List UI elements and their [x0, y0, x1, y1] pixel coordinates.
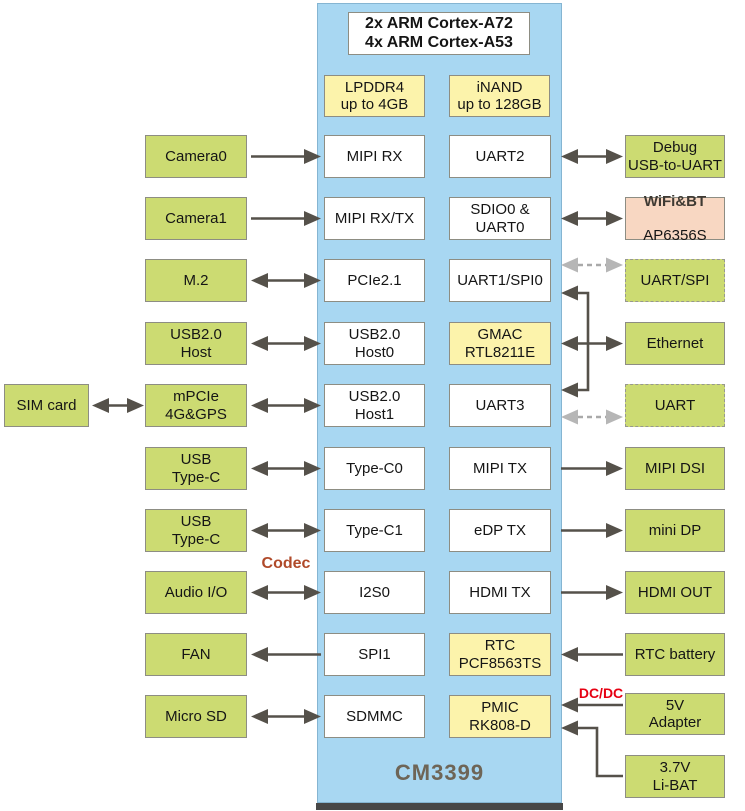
peripheral-li-bat: 3.7V Li-BAT [625, 755, 725, 798]
arrow-sdio0-wifi [561, 211, 623, 226]
peripheral-fan: FAN [145, 633, 247, 676]
peripheral-sim-card: SIM card [4, 384, 89, 427]
arrow-gmac-ethernet [561, 336, 623, 351]
peripheral-usb-typec-top: USB Type-C [145, 447, 247, 490]
block-pmic: PMIC RK808-D [449, 695, 551, 738]
peripheral-mipi-dsi: MIPI DSI [625, 447, 725, 490]
arrow-camera0-to-mipi-rx [251, 149, 321, 164]
port-uart3: UART3 [449, 384, 551, 427]
port-usb-host1: USB2.0 Host1 [324, 384, 425, 427]
port-mipi-rxtx: MIPI RX/TX [324, 197, 425, 240]
port-pcie21: PCIe2.1 [324, 259, 425, 302]
port-spi1: SPI1 [324, 633, 425, 676]
peripheral-mpcie: mPCIe 4G&GPS [145, 384, 247, 427]
peripheral-uart-optional: UART [625, 384, 725, 427]
arrow-uart2-debug [561, 149, 623, 164]
port-i2s0: I2S0 [324, 571, 425, 614]
wifi-bt-chip: AP6356S [643, 227, 707, 245]
peripheral-camera0: Camera0 [145, 135, 247, 178]
arrow-dashed-uart3-uart [561, 409, 623, 425]
port-mipi-tx: MIPI TX [449, 447, 551, 490]
arrow-usbtypec-typec1 [251, 523, 321, 538]
block-cpu: 2x ARM Cortex-A72 4x ARM Cortex-A53 [348, 12, 530, 55]
arrow-rtcbattery-to-rtc [561, 647, 623, 662]
arrow-mpcie-host1 [251, 398, 321, 413]
port-typec0: Type-C0 [324, 447, 425, 490]
peripheral-uart-spi-optional: UART/SPI [625, 259, 725, 302]
arrow-mipitx-to-mipidsi [561, 461, 623, 476]
peripheral-rtc-battery: RTC battery [625, 633, 725, 676]
wire-ethernet-junction [561, 285, 590, 398]
arrow-libat-to-pmic [561, 720, 623, 778]
peripheral-camera1: Camera1 [145, 197, 247, 240]
port-mipi-rx: MIPI RX [324, 135, 425, 178]
peripheral-usb-host: USB2.0 Host [145, 322, 247, 365]
arrow-edptx-to-minidp [561, 523, 623, 538]
arrow-microsd-sdmmc [251, 709, 321, 724]
peripheral-ethernet: Ethernet [625, 322, 725, 365]
arrow-audio-i2s0 [251, 585, 321, 600]
soc-title: CM3399 [394, 760, 485, 785]
block-inand: iNAND up to 128GB [449, 75, 550, 117]
peripheral-audio-io: Audio I/O [145, 571, 247, 614]
port-uart2: UART2 [449, 135, 551, 178]
port-typec1: Type-C1 [324, 509, 425, 552]
wifi-bt-name: WiFi&BT [643, 192, 707, 210]
arrow-dashed-uart1spi0-uartspi [561, 257, 623, 273]
port-uart1-spi0: UART1/SPI0 [449, 259, 551, 302]
arrow-sim-mpcie [92, 398, 144, 413]
dcdc-annotation: DC/DC [578, 685, 624, 701]
arrow-spi1-to-fan [251, 647, 321, 662]
peripheral-wifi-bt: WiFi&BT AP6356S [625, 193, 725, 244]
block-rtc: RTC PCF8563TS [449, 633, 551, 676]
port-sdio0-uart0: SDIO0 & UART0 [449, 197, 551, 240]
peripheral-m2: M.2 [145, 259, 247, 302]
arrow-usbhost-host0 [251, 336, 321, 351]
arrow-camera1-to-mipi-rxtx [251, 211, 321, 226]
peripheral-debug-uart: Debug USB-to-UART [625, 135, 725, 178]
soc-module-bottom-shadow [316, 803, 563, 810]
block-gmac: GMAC RTL8211E [449, 322, 551, 365]
arrow-usbtypec-typec0 [251, 461, 321, 476]
arrow-m2-pcie [251, 273, 321, 288]
peripheral-hdmi-out: HDMI OUT [625, 571, 725, 614]
codec-annotation: Codec [261, 555, 311, 572]
peripheral-5v-adapter: 5V Adapter [625, 693, 725, 735]
peripheral-usb-typec-bottom: USB Type-C [145, 509, 247, 552]
peripheral-micro-sd: Micro SD [145, 695, 247, 738]
port-sdmmc: SDMMC [324, 695, 425, 738]
port-usb-host0: USB2.0 Host0 [324, 322, 425, 365]
port-edp-tx: eDP TX [449, 509, 551, 552]
block-lpddr4: LPDDR4 up to 4GB [324, 75, 425, 117]
port-hdmi-tx: HDMI TX [449, 571, 551, 614]
peripheral-mini-dp: mini DP [625, 509, 725, 552]
arrow-hdmitx-to-hdmiout [561, 585, 623, 600]
